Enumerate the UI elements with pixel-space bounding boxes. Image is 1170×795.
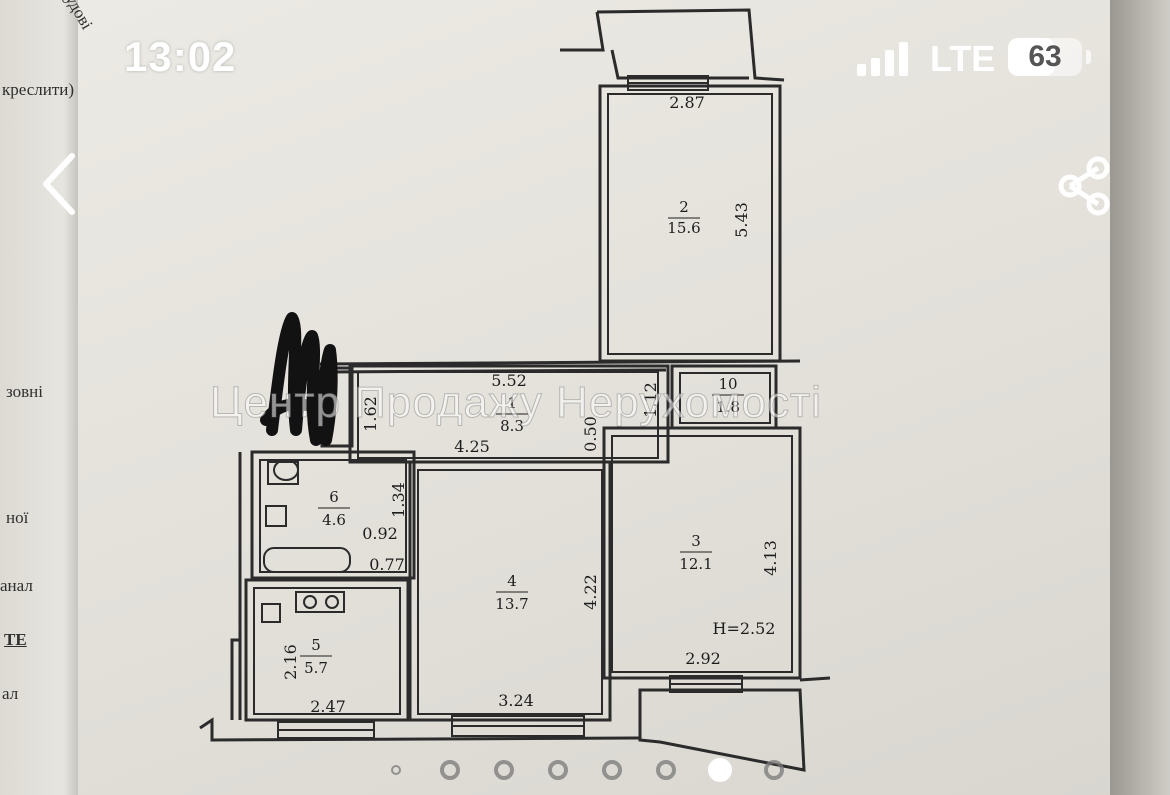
book-text-fragment: зовні (6, 382, 43, 401)
pagination-dot[interactable] (602, 760, 622, 780)
dimension-label: 4.22 (581, 574, 600, 610)
redaction-scribble (260, 312, 338, 446)
pagination-dot[interactable] (656, 760, 676, 780)
dimension-label: 1.62 (361, 396, 380, 432)
battery-level (1008, 38, 1055, 76)
pagination-dot-active[interactable] (708, 758, 732, 782)
signal-strength-icon (857, 40, 917, 76)
dimension-label: 1.34 (389, 482, 408, 518)
room-area: 4.6 (322, 511, 346, 529)
dimension-label: 2.47 (310, 697, 346, 716)
room-area: 12.1 (679, 555, 712, 573)
room-area: 1.8 (716, 398, 740, 416)
network-type: LTE (930, 38, 996, 79)
room-number: 4 (507, 572, 517, 590)
dimension-label: 4.25 (454, 437, 490, 456)
pagination-dot[interactable] (494, 760, 514, 780)
dimension-label: 1.12 (641, 382, 660, 418)
battery-icon: 63 (1008, 38, 1082, 76)
pagination-dot[interactable] (764, 760, 784, 780)
share-icon[interactable] (1052, 154, 1116, 218)
room-area: 13.7 (495, 595, 528, 613)
room-number: 2 (679, 198, 689, 216)
book-text-fragment: ТЕ (4, 630, 27, 649)
pagination-dot[interactable] (548, 760, 568, 780)
dimension-label: 2.92 (685, 649, 721, 668)
battery-percentage: 63 (1028, 40, 1062, 73)
dimension-label: 0.77 (369, 555, 405, 574)
room-number: 6 (329, 488, 339, 506)
back-chevron-icon[interactable] (30, 148, 100, 218)
book-text-fragment: креслити) (2, 80, 75, 99)
pagination-dots (388, 758, 788, 782)
dimension-label: 3.24 (498, 691, 534, 710)
watermark: Центр Продажу Нерухомості (210, 378, 822, 428)
dimension-label: 2.16 (281, 644, 300, 680)
dimension-label: 0.50 (581, 416, 600, 452)
room-number: 10 (718, 375, 737, 393)
book-text-fragment: ної (6, 508, 29, 527)
status-time: 13:02 (124, 33, 237, 80)
room-area: 8.3 (500, 417, 524, 435)
room-number: 1 (507, 394, 517, 412)
ceiling-height-label: Н=2.52 (713, 619, 776, 638)
book-text-fragment: анал (0, 576, 33, 595)
book-text-fragment: ал (2, 684, 19, 703)
room-area: 5.7 (304, 659, 328, 677)
dimension-label: 4.13 (761, 540, 780, 576)
room-number: 3 (691, 532, 701, 550)
pagination-dot[interactable] (391, 765, 401, 775)
pagination-dot[interactable] (440, 760, 460, 780)
battery-tip (1086, 50, 1091, 64)
dimension-label: 5.43 (732, 202, 751, 238)
room-area: 15.6 (667, 219, 700, 237)
room-number: 5 (311, 636, 321, 654)
book-right-edge (1110, 0, 1170, 795)
dimension-label: 0.92 (362, 524, 398, 543)
dimension-label: 2.87 (669, 93, 705, 112)
dimension-label: 5.52 (491, 371, 527, 390)
